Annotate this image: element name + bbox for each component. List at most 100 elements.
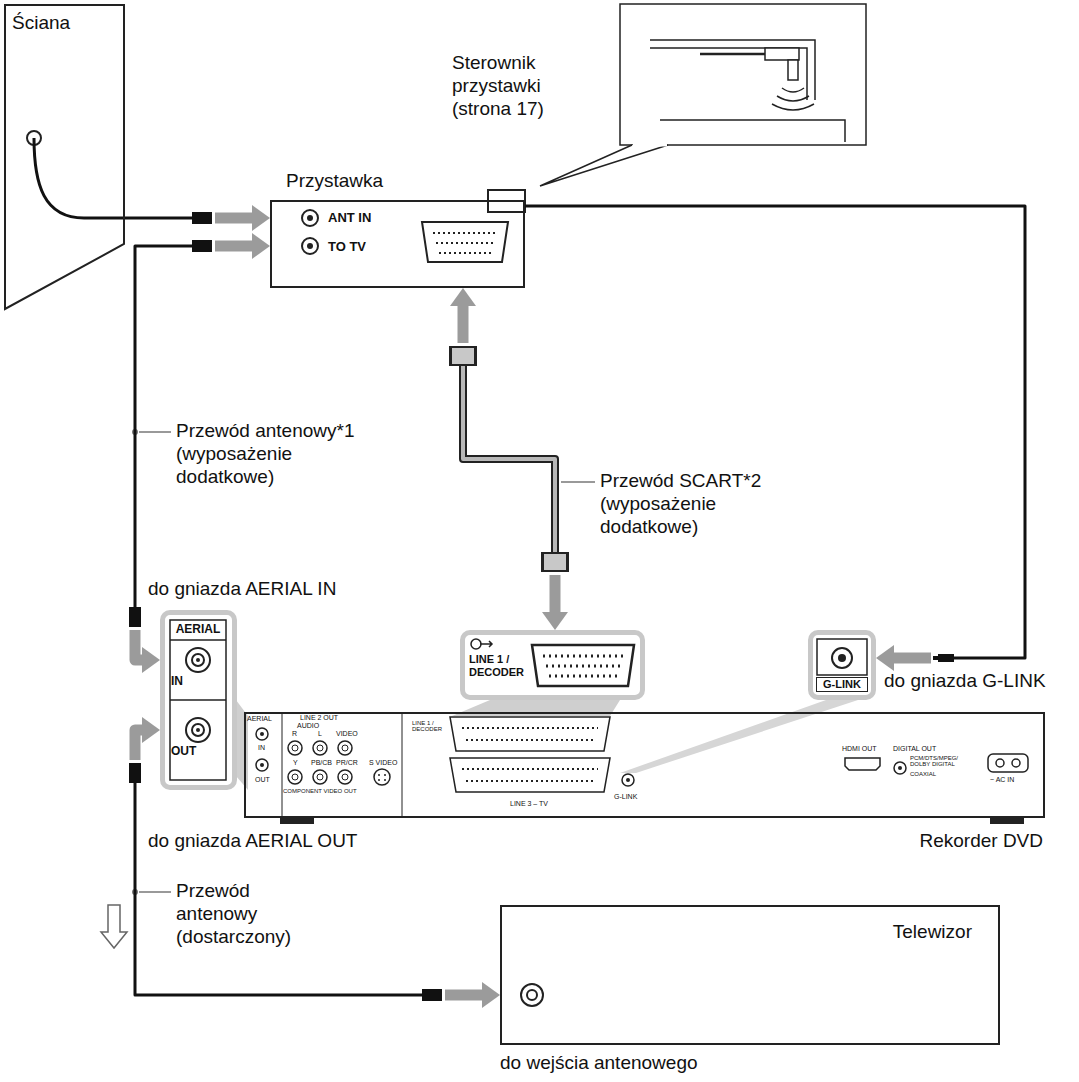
callout-frame xyxy=(620,4,866,145)
jack-pin xyxy=(307,215,313,221)
tv-box: Telewizor xyxy=(500,905,1000,1045)
scart-plug xyxy=(541,552,569,572)
callout-label: Przewód antenowy (dostarczony) xyxy=(176,880,326,948)
coax-plug xyxy=(192,212,212,224)
to-tv-jack xyxy=(302,238,318,254)
jack-ring xyxy=(192,724,204,736)
cable-connector xyxy=(125,205,270,231)
node-text: Telewizor xyxy=(772,921,972,944)
plug-direction-head xyxy=(876,645,894,671)
coax-plug xyxy=(422,989,442,1001)
cable-connector xyxy=(135,717,500,1008)
panel-jack xyxy=(256,728,268,740)
recorder-foot xyxy=(990,818,1024,824)
port-label: OUT xyxy=(255,776,270,783)
zoom-callout: G-LINK xyxy=(808,630,876,700)
node-text: ANT IN xyxy=(328,210,371,226)
jack-ring xyxy=(342,745,348,751)
jack-pin xyxy=(196,658,200,662)
port-label: IN xyxy=(258,744,265,751)
panel-divider xyxy=(282,714,283,816)
port-label: PR/CR xyxy=(336,759,358,766)
scart-plug xyxy=(449,346,477,366)
mini-plug xyxy=(938,654,954,662)
scart-port xyxy=(450,758,610,792)
panel-jack xyxy=(288,770,302,784)
jack-ring xyxy=(527,990,537,1000)
plug-direction-head xyxy=(252,205,270,231)
scart-pins xyxy=(462,728,598,740)
port-label: AERIAL xyxy=(247,715,272,722)
callout-label: Przewód antenowy*1 (wyposażenie dodatkow… xyxy=(176,420,366,488)
cable-wire xyxy=(125,217,192,220)
plug-direction-shaft xyxy=(135,630,143,660)
device-edge xyxy=(650,48,807,100)
set-top-box: PrzystawkaANT INTO TV xyxy=(270,200,525,288)
port-label: COAXIAL xyxy=(910,771,936,777)
jack-ring xyxy=(292,745,298,751)
ac-pin xyxy=(1012,759,1020,767)
node-text: G-LINK xyxy=(816,677,868,692)
zoom-callout: AERIALINOUT xyxy=(160,610,237,790)
node-heading: Przystawka xyxy=(286,170,383,193)
ir-wave xyxy=(772,104,814,110)
tv-aerial-jack xyxy=(521,984,543,1006)
controller-cable xyxy=(700,53,765,56)
port-label: LINE 3 – TV xyxy=(510,800,548,807)
node-text: OUT xyxy=(171,744,196,758)
scart-plug xyxy=(544,554,566,570)
g-link-jack xyxy=(832,648,852,668)
controller-emitter xyxy=(788,60,798,80)
leader-line xyxy=(139,431,171,433)
jack-pin xyxy=(626,778,630,782)
callout-label: do gniazda AERIAL IN xyxy=(148,578,336,601)
port-label: AUDIO xyxy=(297,722,319,729)
recorder-foot xyxy=(280,818,314,824)
cable-connector xyxy=(450,288,568,630)
jack-pin xyxy=(260,763,264,767)
plug-direction-shaft xyxy=(893,653,931,664)
scart-plug xyxy=(452,348,474,364)
scart-port xyxy=(422,222,508,262)
scart-port xyxy=(532,645,634,686)
zoom-inner-frame xyxy=(817,639,867,675)
callout-label: do gniazda G-LINK xyxy=(884,670,1046,693)
node-heading: Rekorder DVD xyxy=(806,830,1043,853)
plug-direction-head xyxy=(542,612,568,630)
aerial-out-jack xyxy=(186,718,210,742)
hdmi-port xyxy=(845,758,880,770)
port-label: Y xyxy=(293,759,298,766)
plug-direction-shaft xyxy=(458,305,469,343)
port-label: ~ AC IN xyxy=(990,776,1014,783)
ir-wave xyxy=(782,88,804,92)
panel-divider xyxy=(402,714,403,816)
port-label: DIGITAL OUT xyxy=(893,745,936,752)
jack-pin xyxy=(898,766,902,770)
jack-pin xyxy=(838,654,846,662)
port-label: HDMI OUT xyxy=(842,745,877,752)
jack-ring xyxy=(292,774,298,780)
panel-jack xyxy=(338,770,352,784)
scart-cable xyxy=(463,366,555,552)
leader-line xyxy=(561,481,595,483)
ant-in-jack xyxy=(302,210,318,226)
jack-ring xyxy=(192,654,204,666)
node-text: Ściana xyxy=(12,12,70,35)
leader-line xyxy=(139,891,171,893)
scart-port xyxy=(450,717,610,751)
zoom-callout: LINE 1 / DECODER xyxy=(460,630,645,700)
panel-jack xyxy=(313,770,327,784)
port-label: S VIDEO xyxy=(369,759,397,766)
jack-pin xyxy=(196,728,200,732)
plug-direction-shaft xyxy=(215,241,253,252)
controller-body xyxy=(765,48,799,60)
jack-ring xyxy=(317,774,323,780)
scart-pins xyxy=(543,656,623,676)
ac-socket xyxy=(988,754,1028,772)
zoom-divider xyxy=(170,699,226,701)
port-label: R xyxy=(292,730,297,737)
jack-ring xyxy=(317,745,323,751)
coax-plug xyxy=(129,607,141,627)
